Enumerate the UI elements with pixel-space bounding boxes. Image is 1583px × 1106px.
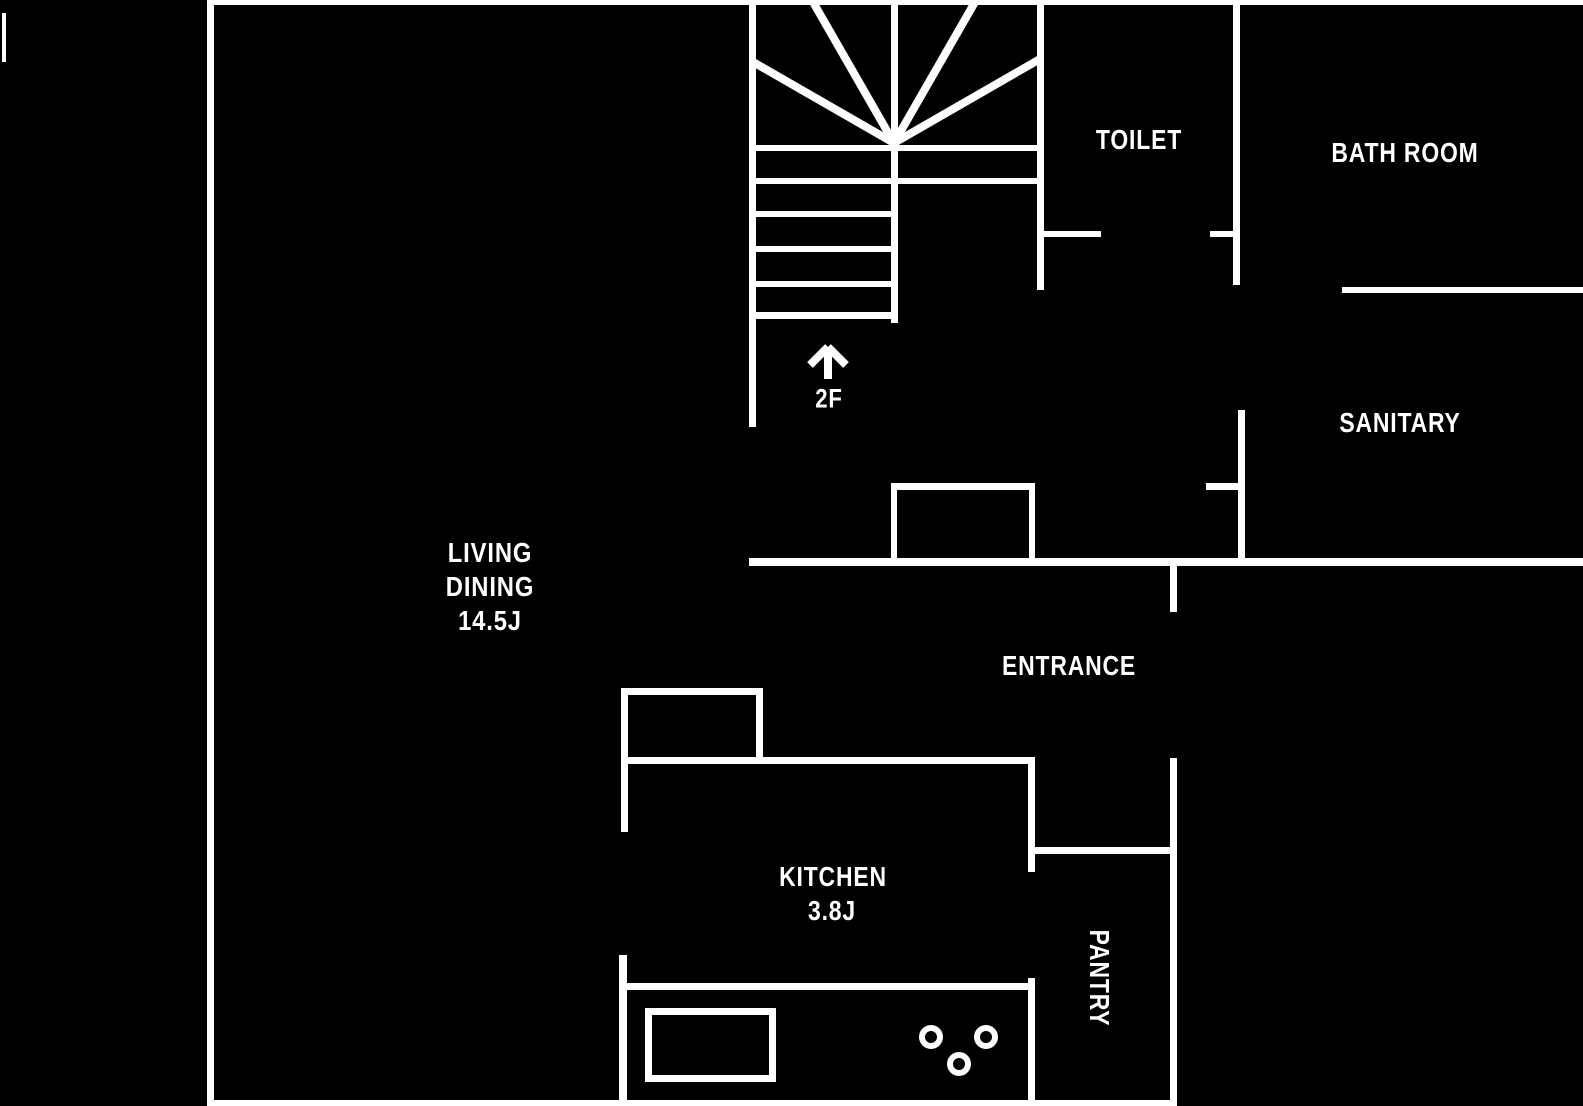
wall-kitchen-left-lower <box>619 955 627 1106</box>
wall-kitchen-left-upper <box>621 688 628 832</box>
stair-tread <box>753 211 898 217</box>
kitchen-counter-box-top <box>621 688 763 695</box>
stair-tread <box>753 145 1044 151</box>
living-line1: LIVING <box>447 537 533 568</box>
closet-box-right <box>1029 483 1035 564</box>
wall-kitchen-entrance-divider <box>1028 764 1035 872</box>
kitchen-counter-top-edge <box>625 983 1035 990</box>
wall-toilet-right <box>1233 5 1240 285</box>
wall-sanitary-left <box>1238 410 1245 558</box>
closet-box-left <box>891 483 897 564</box>
wall-toilet-bottom-right <box>1210 231 1240 237</box>
stove-burners-icon <box>919 1025 998 1076</box>
up-arrow-icon <box>807 344 849 379</box>
room-label-bathroom: BATH ROOM <box>1331 137 1479 168</box>
artifact-mark <box>2 13 6 62</box>
wall-hall-bottom <box>749 558 1583 566</box>
stair-tread <box>753 178 1044 184</box>
kitchen-area-label: 3.8J <box>808 895 856 926</box>
room-label-toilet: TOILET <box>1095 124 1183 155</box>
stair-landing-edge <box>753 312 898 319</box>
living-line2: DINING <box>445 571 535 602</box>
wall-pantry-top <box>1031 847 1177 854</box>
wall-kitchen-counter-right <box>1028 978 1035 1106</box>
stair-center-wall <box>891 2 898 323</box>
wall-entrance-left-lower <box>1170 758 1177 1100</box>
wall-toilet-left <box>1037 0 1044 290</box>
wall-bathroom-bottom <box>1342 287 1583 293</box>
wall-outer-left <box>207 0 214 1106</box>
wall-kitchen-top <box>621 757 1035 764</box>
wall-entrance-left-upper <box>1170 566 1177 612</box>
wall-stairhall-left <box>749 0 756 427</box>
wall-sanitary-door-jamb <box>1206 483 1238 490</box>
closet-box-top <box>891 483 1035 490</box>
wall-toilet-bottom-left <box>1044 231 1101 237</box>
kitchen-counter-box-right <box>756 688 763 764</box>
kitchen-sink <box>645 1008 776 1082</box>
room-label-living-dining: LIVING DINING 14.5J <box>446 536 534 638</box>
room-label-pantry: PANTRY <box>1084 929 1115 1027</box>
room-label-kitchen: KITCHEN <box>779 861 887 892</box>
living-area: 14.5J <box>458 605 522 636</box>
room-label-sanitary: SANITARY <box>1339 407 1461 438</box>
stair-tread <box>753 246 898 252</box>
wall-outer-bottom <box>207 1100 1177 1106</box>
stair-tread <box>753 281 898 287</box>
room-label-entrance: ENTRANCE <box>1001 650 1137 681</box>
stairs-2f-label: 2F <box>815 383 843 414</box>
